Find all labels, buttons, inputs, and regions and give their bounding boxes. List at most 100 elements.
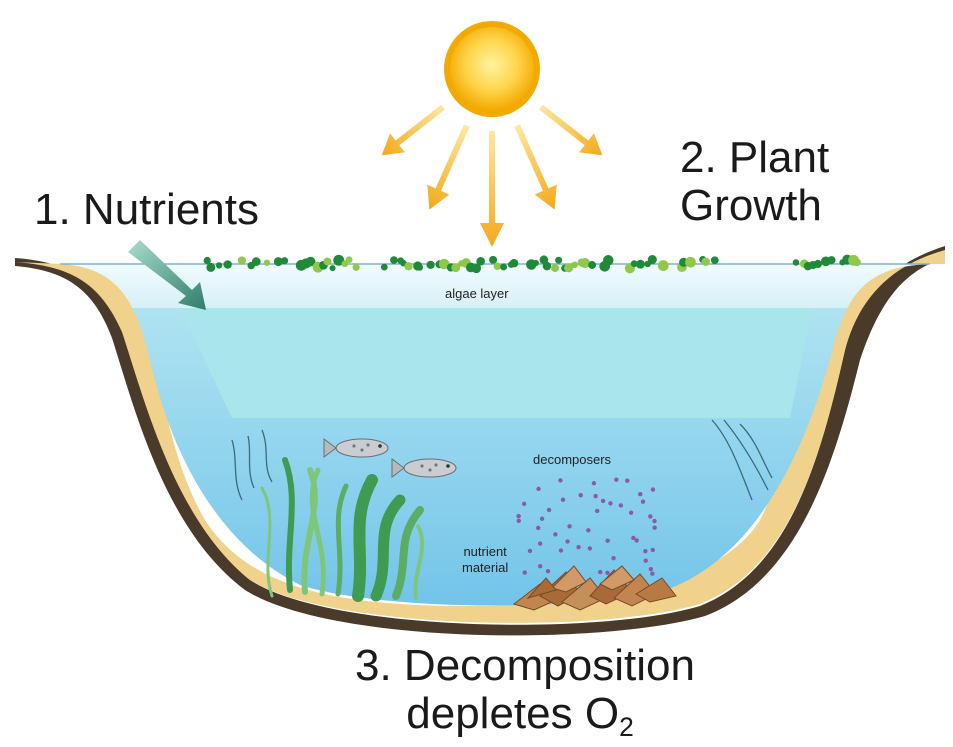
algae-cell <box>381 264 388 271</box>
decomposer-dot <box>540 517 544 521</box>
nutrients-label: 1. Nutrients <box>34 186 259 234</box>
decomposer-dot <box>561 498 565 502</box>
algae-cell <box>216 262 222 268</box>
algae-cell <box>264 259 270 265</box>
decomposer-dot <box>611 556 615 560</box>
algae-cell <box>711 256 719 264</box>
algae-cell <box>489 256 497 264</box>
algae-cell <box>330 265 336 271</box>
decomposer-dot <box>641 499 645 503</box>
decomposer-dot <box>536 487 540 491</box>
algae-cell <box>543 262 551 270</box>
oxygen-subscript: 2 <box>619 712 634 742</box>
decomposition-line1: 3. Decomposition <box>355 642 685 690</box>
decomposer-dot <box>546 569 550 573</box>
algae-cell <box>551 264 559 272</box>
algae-cell <box>206 263 215 272</box>
decomposition-line2-text: depletes O <box>406 689 619 738</box>
algae-cell <box>238 256 246 264</box>
algae-cell <box>588 261 596 269</box>
algae-cell <box>417 264 423 270</box>
decomposition-label: 3. Decomposition depletes O2 <box>355 642 685 739</box>
decomposer-dot <box>538 541 542 545</box>
algae-cell <box>828 256 836 264</box>
decomposer-dot <box>536 526 540 530</box>
decomposer-dot <box>631 536 635 540</box>
decomposer-dot <box>522 502 526 506</box>
decomposer-dot <box>538 564 542 568</box>
decomposer-dot <box>601 499 605 503</box>
algae-cell <box>510 259 519 268</box>
decomposer-dot <box>605 571 609 575</box>
sun-rays <box>374 98 609 247</box>
decomposer-dot <box>516 514 520 518</box>
algae-cell <box>853 258 861 266</box>
decomposers-label: decomposers <box>533 452 611 468</box>
decomposition-line2: depletes O2 <box>355 690 685 738</box>
decomposer-dot <box>567 524 571 528</box>
algae-cell <box>252 257 261 266</box>
algae-cell <box>476 257 485 266</box>
decomposer-dot <box>619 503 623 507</box>
algae-cell <box>685 257 696 268</box>
decomposer-dot <box>528 549 532 553</box>
decomposer-dot <box>652 526 656 530</box>
decomposer-dot <box>576 545 580 549</box>
algae-cell <box>346 256 353 263</box>
decomposer-dot <box>644 558 648 562</box>
decomposer-dot <box>652 519 656 523</box>
decomposer-dot <box>523 570 527 574</box>
decomposer-dot <box>614 477 618 481</box>
algae-cell <box>323 257 331 265</box>
decomposer-dot <box>605 538 609 542</box>
decomposer-dot <box>651 548 655 552</box>
plant-growth-line2: Growth <box>680 182 829 230</box>
sun-icon <box>444 21 540 117</box>
decomposer-dot <box>558 478 562 482</box>
algae-cell <box>390 256 398 264</box>
decomposer-dot <box>648 514 652 518</box>
decomposer-dot <box>553 532 557 536</box>
algae-cell <box>648 255 657 264</box>
decomposer-dot <box>651 487 655 491</box>
decomposer-dot <box>592 481 596 485</box>
plant-growth-line1: 2. Plant <box>680 134 829 182</box>
algae-cell <box>533 260 539 266</box>
algae-layer-label: algae layer <box>445 286 509 302</box>
decomposer-dot <box>638 492 642 496</box>
nutrient-material-line2: material <box>462 560 508 576</box>
plant-growth-label: 2. Plant Growth <box>680 134 829 231</box>
algae-cell <box>500 264 507 271</box>
decomposer-dot <box>578 493 582 497</box>
decomposer-dot <box>629 511 633 515</box>
algae-cell <box>793 259 800 266</box>
decomposer-dot <box>593 494 597 498</box>
nutrient-material-line1: nutrient <box>462 544 508 560</box>
decomposer-dot <box>586 528 590 532</box>
algae-cell <box>555 257 562 264</box>
nutrient-material-label: nutrient material <box>462 544 508 577</box>
algae-cell <box>494 262 502 270</box>
decomposer-dot <box>625 479 629 483</box>
decomposer-dot <box>643 549 647 553</box>
algae-cell <box>353 264 360 271</box>
decomposer-dot <box>565 539 569 543</box>
algae-cell <box>223 260 231 268</box>
decomposer-dot <box>608 501 612 505</box>
algae-cell <box>427 261 435 269</box>
decomposer-dot <box>598 570 602 574</box>
decomposer-dot <box>595 509 599 513</box>
decomposer-dot <box>559 548 563 552</box>
algae-cell <box>603 255 613 265</box>
decomposer-dot <box>547 508 551 512</box>
decomposer-dot <box>588 546 592 550</box>
algae-cell <box>658 260 669 271</box>
decomposer-dot <box>650 571 654 575</box>
decomposer-dot <box>649 567 653 571</box>
algae-cell <box>281 257 288 264</box>
algae-cell <box>701 258 709 266</box>
algae-cell <box>571 261 578 268</box>
algae-cell <box>404 262 412 270</box>
algae-cell <box>814 260 822 268</box>
